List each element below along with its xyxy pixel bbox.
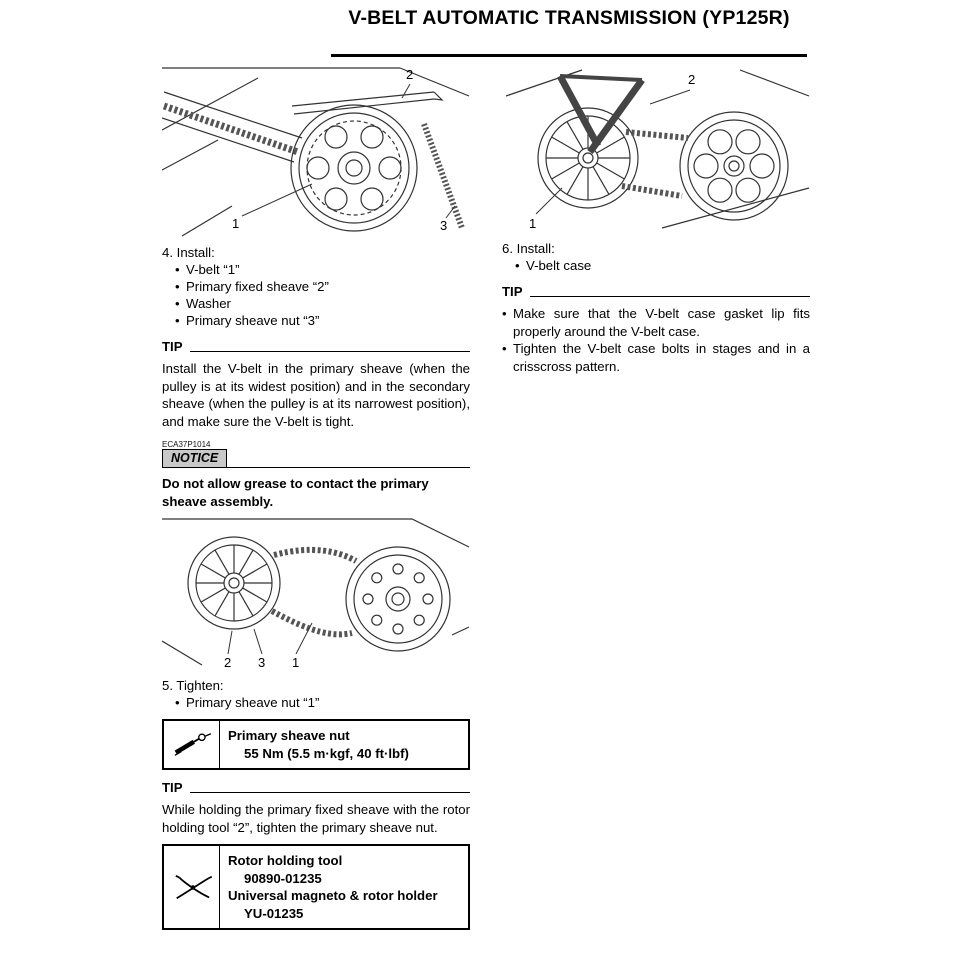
figure-tighten-sheave-drawing: 2 3 1 <box>162 518 470 670</box>
tip1-text: Install the V-belt in the primary sheave… <box>162 361 470 429</box>
right-column: 2 1 6. Install: V-belt case TIP Make sur… <box>502 64 810 375</box>
list-item: Primary fixed sheave “2” <box>175 278 470 295</box>
step6-heading: 6. Install: <box>502 241 555 256</box>
list-item: V-belt “1” <box>175 261 470 278</box>
figure1-callout-1: 1 <box>232 216 239 231</box>
tool-spec-text: Rotor holding tool 90890-01235 Universal… <box>220 846 468 928</box>
torque-spec-text: Primary sheave nut 55 Nm (5.5 m·kgf, 40 … <box>220 721 468 768</box>
list-item: Primary sheave nut “3” <box>175 312 470 329</box>
tip1-heading: TIP <box>162 338 470 355</box>
left-column: 1 2 3 4. Install: V-belt “1” Primary fix… <box>162 64 470 936</box>
notice-code: ECA37P1014 <box>162 440 211 449</box>
tip2-text: While holding the primary fixed sheave w… <box>162 802 470 835</box>
figure2-callout-1: 1 <box>292 655 299 670</box>
figure2-callout-3: 3 <box>258 655 265 670</box>
list-item: Make sure that the V-belt case gasket li… <box>502 305 810 340</box>
tip3-heading: TIP <box>502 283 810 300</box>
figure-vbelt-install-drawing: 1 2 3 <box>162 67 470 237</box>
tip2-rule <box>189 792 470 793</box>
torque-spec-box: Primary sheave nut 55 Nm (5.5 m·kgf, 40 … <box>162 719 470 770</box>
notice-row: NOTICE <box>162 449 470 468</box>
step4-list: V-belt “1” Primary fixed sheave “2” Wash… <box>162 261 470 329</box>
list-item: V-belt case <box>515 257 810 274</box>
tip1-label: TIP <box>162 339 183 354</box>
figure-vbelt-case-drawing: 2 1 <box>505 69 810 231</box>
tip2-heading: TIP <box>162 779 470 796</box>
torque-item-value: 55 Nm (5.5 m·kgf, 40 ft·lbf) <box>244 745 409 761</box>
notice-text: Do not allow grease to contact the prima… <box>162 476 429 509</box>
figure-vbelt-case: 2 1 <box>502 66 810 234</box>
figure1-callout-3: 3 <box>440 218 447 233</box>
figure2-callout-2: 2 <box>224 655 231 670</box>
tool-spec-box: Rotor holding tool 90890-01235 Universal… <box>162 844 470 930</box>
tip3-rule <box>529 296 810 297</box>
figure1-callout-2: 2 <box>406 67 413 82</box>
figure-tighten-sheave: 2 3 1 <box>162 513 470 671</box>
tip1-rule <box>189 351 470 352</box>
special-tool-icon <box>164 846 220 928</box>
tool1-name: Rotor holding tool <box>228 853 343 868</box>
list-item: Washer <box>175 295 470 312</box>
step5-list: Primary sheave nut “1” <box>162 694 470 711</box>
list-item: Primary sheave nut “1” <box>175 694 470 711</box>
page-title: V-BELT AUTOMATIC TRANSMISSION (YP125R) <box>348 7 790 29</box>
tool2-number: YU-01235 <box>244 905 304 921</box>
tool1-number: 90890-01235 <box>244 870 322 886</box>
tip3-label: TIP <box>502 284 523 299</box>
figure-vbelt-install: 1 2 3 <box>162 66 470 238</box>
tip2-label: TIP <box>162 780 183 795</box>
torque-wrench-icon <box>164 721 220 768</box>
figure3-callout-1: 1 <box>529 216 536 231</box>
step4-heading: 4. Install: <box>162 245 215 260</box>
tip3-bullet-list: Make sure that the V-belt case gasket li… <box>502 305 810 375</box>
step5-heading: 5. Tighten: <box>162 678 224 693</box>
title-rule <box>331 54 807 57</box>
figure3-callout-2: 2 <box>688 72 695 87</box>
list-item: Tighten the V-belt case bolts in stages … <box>502 340 810 375</box>
notice-badge: NOTICE <box>162 449 228 468</box>
step6-list: V-belt case <box>502 257 810 274</box>
tool2-name: Universal magneto & rotor holder <box>228 888 438 903</box>
torque-item-name: Primary sheave nut <box>228 728 350 743</box>
